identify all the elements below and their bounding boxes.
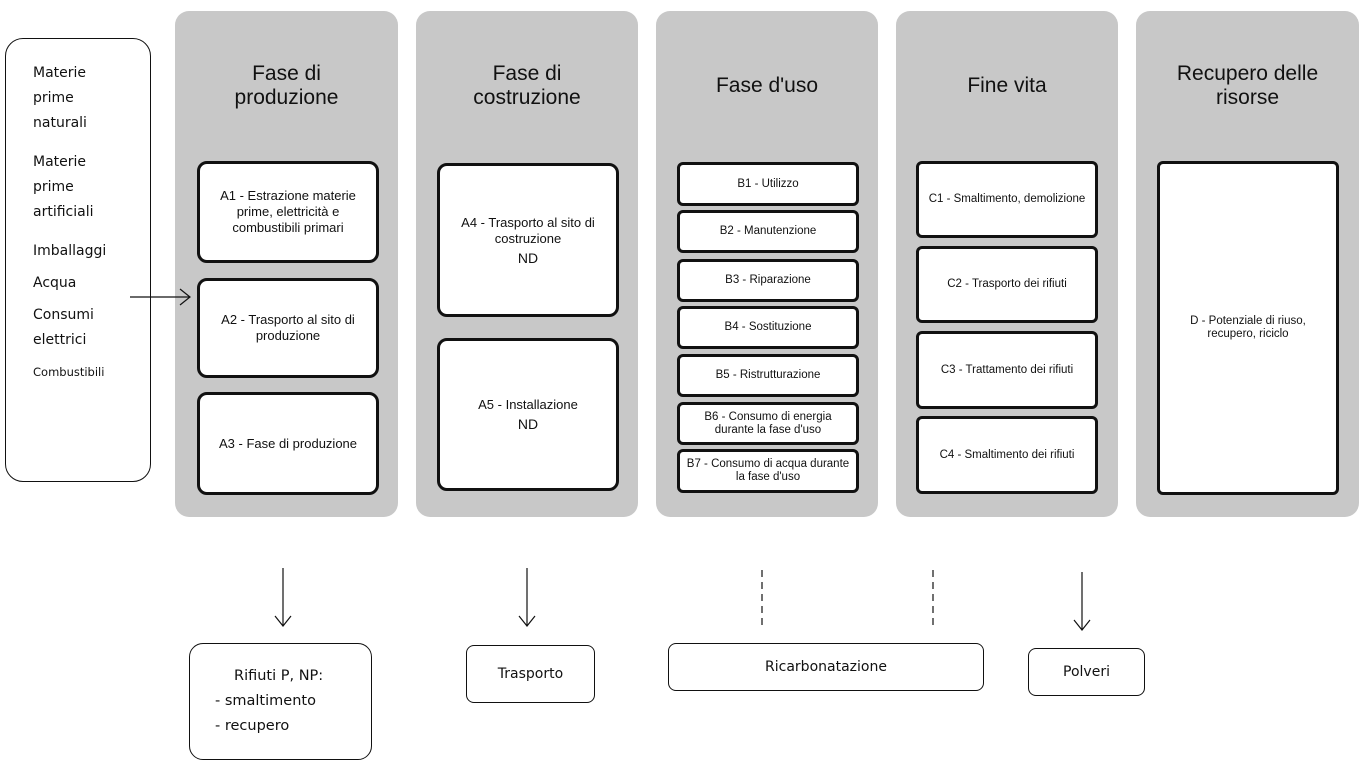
phase-uso-title: Fase d'uso: [715, 74, 819, 97]
costruzione-down-arrow: [518, 568, 536, 627]
input-consumi-elettrici: Consumi elettrici: [33, 307, 94, 348]
module-a4-nd: ND: [517, 249, 539, 266]
output-rifiuti-item-smaltimento: - smaltimento: [215, 693, 316, 709]
module-a1-label: A1 - Estrazione materie prime, elettrici…: [220, 188, 356, 235]
input-arrow: [130, 288, 191, 306]
output-polveri-label: Polveri: [1063, 664, 1110, 680]
module-a5: A5 - Installazione ND: [437, 338, 619, 491]
module-c2-label: C2 - Trasporto dei rifiuti: [947, 278, 1067, 290]
produzione-down-arrow: [274, 568, 292, 627]
input-acqua: Acqua: [33, 275, 77, 291]
output-trasporto: Trasporto: [466, 645, 595, 703]
module-a3-label: A3 - Fase di produzione: [218, 435, 358, 451]
module-b4: B4 - Sostituzione: [677, 306, 859, 349]
phase-fine-vita: Fine vita C1 - Smaltimento, demolizione …: [896, 11, 1118, 517]
module-a3: A3 - Fase di produzione: [197, 392, 379, 495]
polveri-down-arrow: [1073, 572, 1091, 631]
output-rifiuti-item-recupero: - recupero: [215, 718, 290, 734]
module-a5-nd: ND: [517, 416, 539, 432]
module-c1: C1 - Smaltimento, demolizione: [916, 161, 1098, 238]
output-trasporto-label: Trasporto: [497, 666, 564, 682]
module-c2: C2 - Trasporto dei rifiuti: [916, 246, 1098, 323]
module-a1: A1 - Estrazione materie prime, elettrici…: [197, 161, 379, 263]
module-b1-label: B1 - Utilizzo: [737, 177, 799, 190]
module-a4: A4 - Trasporto al sito di costruzione ND: [437, 163, 619, 317]
output-ricarbonatazione: Ricarbonatazione: [668, 643, 984, 691]
module-b3: B3 - Riparazione: [677, 259, 859, 302]
module-d: D - Potenziale di riuso, recupero, ricic…: [1157, 161, 1339, 495]
phase-fine-vita-title: Fine vita: [967, 74, 1047, 97]
input-materie-prime-artificiali: Materie prime artificiali: [33, 154, 94, 220]
module-b5: B5 - Ristrutturazione: [677, 354, 859, 397]
phase-costruzione: Fase di costruzione A4 - Trasporto al si…: [416, 11, 638, 517]
module-a5-label: A5 - Installazione: [478, 397, 578, 412]
output-rifiuti-title: Rifiuti P, NP:: [234, 668, 324, 684]
phase-produzione-title: Fase di produzione: [234, 62, 339, 109]
module-b7: B7 - Consumo di acqua durante la fase d'…: [677, 449, 859, 493]
module-b7-label: B7 - Consumo di acqua durante la fase d'…: [686, 458, 850, 483]
phase-recupero: Recupero delle risorse D - Potenziale di…: [1136, 11, 1359, 517]
inputs-box: Materie prime naturali Materie prime art…: [5, 38, 151, 482]
phase-costruzione-title: Fase di costruzione: [473, 62, 581, 109]
module-b2: B2 - Manutenzione: [677, 210, 859, 253]
input-combustibili: Combustibili: [33, 365, 105, 379]
module-b6: B6 - Consumo di energia durante la fase …: [677, 402, 859, 445]
module-a2: A2 - Trasporto al sito di produzione: [197, 278, 379, 378]
module-c3-label: C3 - Trattamento dei rifiuti: [940, 363, 1074, 376]
module-b2-label: B2 - Manutenzione: [719, 225, 817, 237]
phase-produzione: Fase di produzione A1 - Estrazione mater…: [175, 11, 398, 517]
output-ricarbonatazione-label: Ricarbonatazione: [765, 659, 887, 675]
module-c1-label: C1 - Smaltimento, demolizione: [928, 193, 1086, 205]
output-rifiuti: Rifiuti P, NP: - smaltimento - recupero: [189, 643, 372, 760]
module-b6-label: B6 - Consumo di energia durante la fase …: [704, 410, 832, 436]
input-imballaggi: Imballaggi: [33, 243, 107, 259]
module-c4: C4 - Smaltimento dei rifiuti: [916, 416, 1098, 494]
module-a2-label: A2 - Trasporto al sito di produzione: [221, 312, 355, 343]
module-d-label: D - Potenziale di riuso, recupero, ricic…: [1190, 315, 1306, 340]
module-a4-label: A4 - Trasporto al sito di costruzione: [461, 214, 595, 246]
module-b4-label: B4 - Sostituzione: [724, 321, 812, 333]
module-c4-label: C4 - Smaltimento dei rifiuti: [939, 448, 1075, 461]
output-polveri: Polveri: [1028, 648, 1145, 696]
module-c3: C3 - Trattamento dei rifiuti: [916, 331, 1098, 409]
input-materie-prime-naturali: Materie prime naturali: [33, 65, 87, 131]
module-b1: B1 - Utilizzo: [677, 162, 859, 206]
module-b3-label: B3 - Riparazione: [725, 274, 811, 286]
module-b5-label: B5 - Ristrutturazione: [715, 369, 821, 381]
phase-recupero-title: Recupero delle risorse: [1176, 62, 1319, 109]
phase-uso: Fase d'uso B1 - Utilizzo B2 - Manutenzio…: [656, 11, 878, 517]
